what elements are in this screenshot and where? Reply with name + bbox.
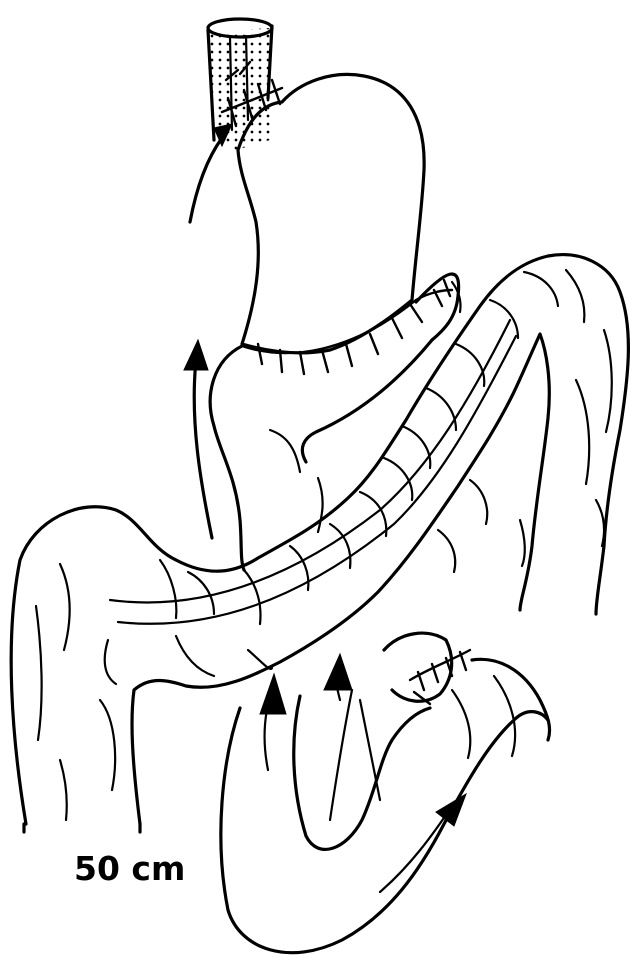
distance-label: 50 cm bbox=[74, 849, 185, 888]
esophageal-arrow bbox=[190, 124, 232, 222]
transverse-colon bbox=[11, 255, 628, 832]
jejunojejunostomy bbox=[384, 633, 470, 704]
gastrojejunal-suture-line bbox=[242, 280, 452, 374]
roux-limb-arrow bbox=[184, 340, 212, 538]
small-bowel-arrows bbox=[260, 654, 466, 892]
